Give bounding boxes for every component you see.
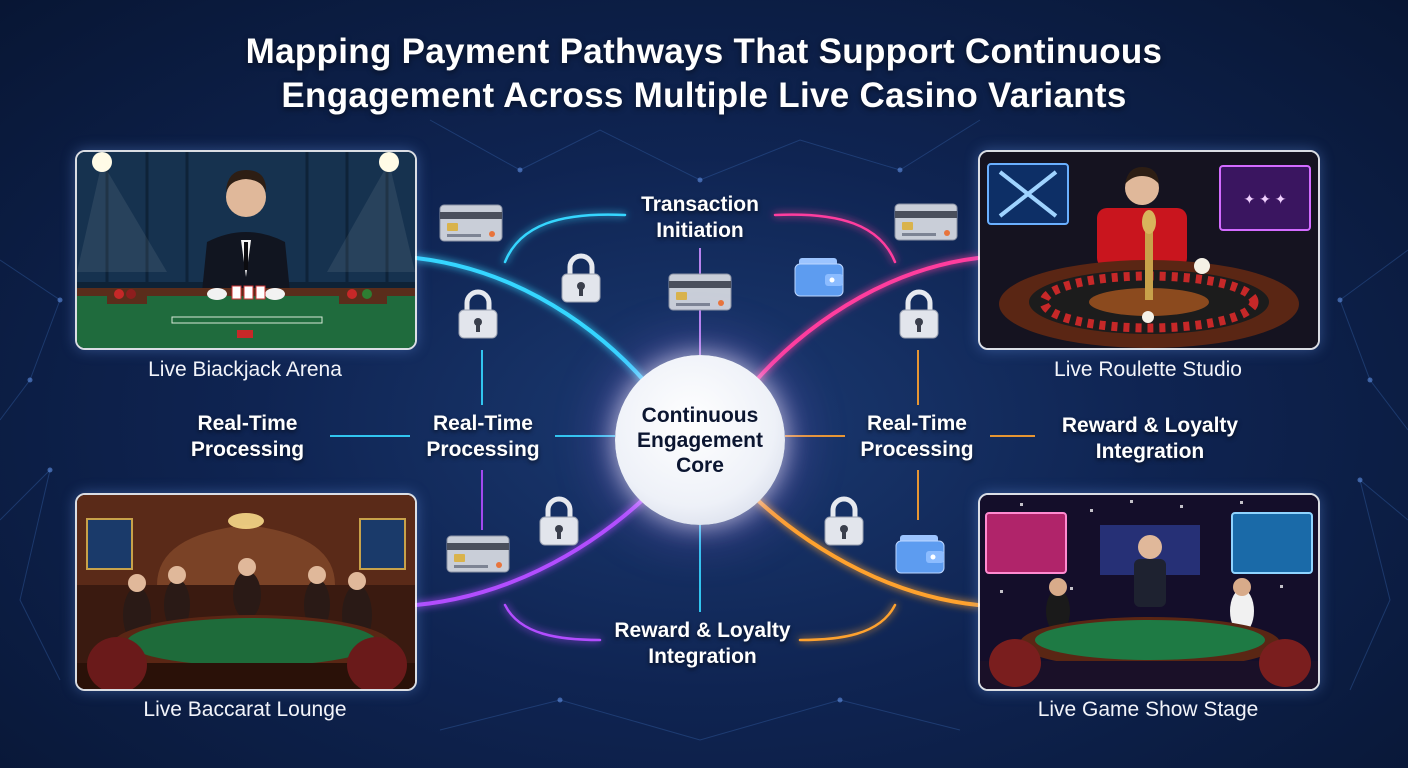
baccarat-caption: Live Baccarat Lounge — [143, 698, 347, 721]
pink-pathway — [750, 256, 980, 387]
roulette-photo: ✦ ✦ ✦ — [978, 150, 1320, 350]
title-line-2: Engagement Across Multiple Live Casino V… — [281, 76, 1127, 115]
orange-arc-bottom — [798, 603, 897, 642]
wallet-icon — [895, 535, 945, 574]
credit-card-icon — [446, 535, 510, 573]
baccarat-photo — [75, 493, 417, 691]
label-reward-right: Reward & Loyalty Integration — [1061, 414, 1239, 463]
gameshow-caption: Live Game Show Stage — [1037, 698, 1259, 721]
cyan-pathway — [414, 256, 650, 387]
purple-pathway — [414, 493, 650, 607]
diagram-title: Mapping Payment Pathways That Support Co… — [0, 30, 1408, 118]
credit-card-icon — [668, 273, 732, 311]
padlock-icon — [458, 289, 498, 339]
pink-arc-top — [773, 213, 897, 264]
engagement-core: Continuous Engagement Core — [615, 355, 785, 525]
title-line-1: Mapping Payment Pathways That Support Co… — [245, 32, 1163, 71]
cyan-arc-top — [503, 213, 627, 264]
wallet-icon — [794, 258, 844, 297]
padlock-icon — [899, 289, 939, 339]
credit-card-icon — [439, 204, 503, 242]
label-realtime-right: Real-Time Processing — [860, 412, 974, 461]
purple-arc-bottom — [503, 603, 602, 642]
screen-sign: ✦ ✦ ✦ — [1244, 191, 1287, 207]
padlock-icon — [539, 496, 579, 546]
credit-card-icon — [894, 203, 958, 241]
padlock-icon — [824, 496, 864, 546]
blackjack-caption: Live Biackjack Arena — [148, 358, 342, 381]
padlock-icon — [561, 253, 601, 303]
label-reward-bottom: Reward & Loyalty Integration — [614, 619, 791, 668]
label-realtime-far-left: Real-Time Processing — [190, 412, 305, 461]
label-realtime-left: Real-Time Processing — [426, 412, 540, 461]
gameshow-photo — [978, 493, 1320, 691]
orange-pathway — [750, 493, 980, 607]
label-transaction-initiation: Transaction Initiation — [641, 193, 759, 242]
blackjack-photo — [75, 150, 417, 350]
roulette-caption: Live Roulette Studio — [1054, 358, 1242, 381]
network-nodes — [27, 167, 1373, 703]
